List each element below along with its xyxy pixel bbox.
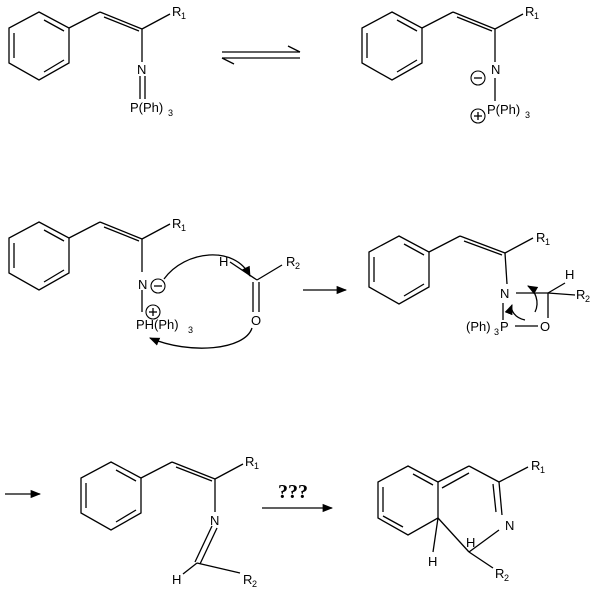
r1-label: R xyxy=(172,216,181,231)
r2-label: R xyxy=(576,287,585,302)
r2-subscript: 2 xyxy=(504,573,509,583)
nitrogen-label: N xyxy=(491,62,500,77)
benzo-ring xyxy=(377,465,439,536)
r1-label: R xyxy=(536,230,545,245)
positive-charge-icon xyxy=(145,304,161,320)
ylide-structure: R 1 N P(Ph) 3 xyxy=(361,4,539,124)
hydrogen-label: H xyxy=(172,572,181,587)
r1-subscript: 1 xyxy=(545,237,550,247)
benzene-ring xyxy=(8,221,70,291)
benzene-ring xyxy=(361,11,423,81)
r1-label: R xyxy=(245,454,254,469)
ph3-subscript: 3 xyxy=(168,108,173,118)
r2-subscript: 2 xyxy=(252,579,257,589)
r2-label: R xyxy=(495,566,504,581)
ph3-prefix-label: (Ph) xyxy=(466,319,491,334)
benzene-ring xyxy=(8,11,70,81)
hydrogen-label: H xyxy=(565,267,574,282)
electron-push-arrow xyxy=(527,285,539,313)
dihydroisoquinoline-structure: R 1 N H H R 2 xyxy=(377,458,545,583)
unknown-step-label: ??? xyxy=(278,481,308,503)
nitrogen-label: N xyxy=(138,277,147,292)
ph3-subscript: 3 xyxy=(188,325,193,335)
phosphorus-label: P(Ph) xyxy=(130,100,163,115)
r2-label: R xyxy=(286,254,295,269)
equilibrium-arrow xyxy=(221,45,301,65)
r2-subscript: 2 xyxy=(295,261,300,271)
r1-label: R xyxy=(172,4,181,19)
nitrogen-label: N xyxy=(505,518,514,533)
electron-push-arrow xyxy=(163,254,251,280)
oxygen-label: O xyxy=(540,319,550,334)
r1-subscript: 1 xyxy=(254,461,259,471)
phosphorus-label: P xyxy=(500,319,509,334)
electron-push-arrow xyxy=(504,304,526,321)
benzene-ring xyxy=(368,235,430,305)
positive-charge-icon xyxy=(470,108,486,124)
r1-subscript: 1 xyxy=(181,223,186,233)
ph3-subscript: 3 xyxy=(525,110,530,120)
hydrogen-label: H xyxy=(466,535,475,550)
r1-subscript: 1 xyxy=(181,11,186,21)
r1-label: R xyxy=(525,4,534,19)
r1-subscript: 1 xyxy=(534,11,539,21)
oxygen-label: O xyxy=(251,313,261,328)
hydrogen-label: H xyxy=(428,554,437,569)
hydrogen-label: H xyxy=(219,254,228,269)
r1-label: R xyxy=(531,458,540,473)
iminophosphorane-structure: R 1 N P(Ph) 3 xyxy=(8,4,186,118)
nitrogen-label: N xyxy=(210,513,219,528)
phosphorus-label: PH(Ph) xyxy=(136,317,179,332)
benzene-ring xyxy=(80,461,142,531)
phosphorus-label: P(Ph) xyxy=(487,102,520,117)
nitrogen-label: N xyxy=(500,286,509,301)
r2-subscript: 2 xyxy=(585,294,590,304)
ph3-subscript: 3 xyxy=(494,327,499,337)
oxazaphosphetidine-structure: R 1 N H R 2 O (Ph) 3 P xyxy=(368,230,590,337)
r2-label: R xyxy=(243,572,252,587)
imine-structure: R 1 N H R 2 xyxy=(80,454,259,589)
negative-charge-icon xyxy=(470,70,486,86)
electron-push-arrow xyxy=(149,327,253,349)
r1-subscript: 1 xyxy=(540,465,545,475)
negative-charge-icon xyxy=(150,278,166,294)
ylide-aldehyde-attack: R 1 N PH(Ph) 3 H R 2 O xyxy=(8,216,300,349)
nitrogen-label: N xyxy=(137,62,146,77)
